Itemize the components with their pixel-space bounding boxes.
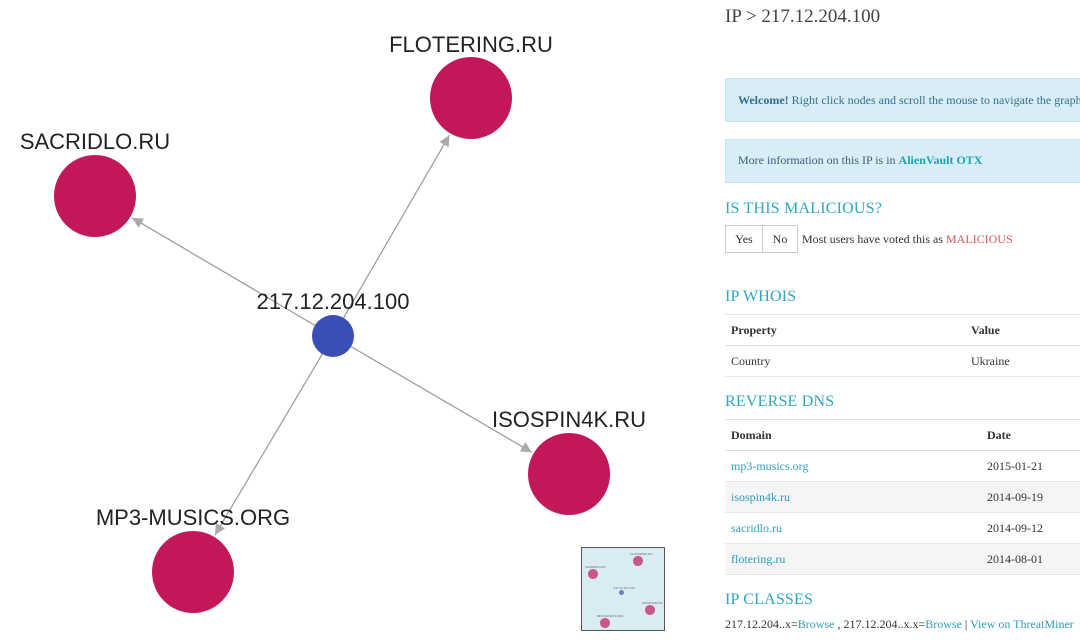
vote-no-button[interactable]: No: [762, 225, 798, 253]
vote-summary-text: Most users have voted this as: [802, 232, 946, 246]
minimap-domain-node-label: FLOTERING.RU: [630, 551, 653, 556]
minimap-domain-node-label: MP3-MUSICS.ORG: [596, 613, 624, 618]
table-row: sacridlo.ru 2014-09-12: [725, 512, 1080, 544]
minimap-domain-node: [644, 605, 655, 616]
dns-date-cell: 2014-08-01: [981, 543, 1080, 575]
ip-class-1: 217.12.204..x=: [725, 617, 798, 631]
dns-domain-link[interactable]: mp3-musics.org: [731, 458, 809, 473]
browse-class-1-link[interactable]: Browse: [797, 617, 835, 631]
minimap-ip-node: [619, 589, 625, 595]
minimap-domain-node-label: SACRIDLO.RU: [585, 564, 606, 569]
dns-domain-link[interactable]: isospin4k.ru: [731, 489, 791, 504]
whois-col-property: Property: [725, 314, 965, 346]
ip-class-2: 217.12.204..x.x=: [843, 617, 926, 631]
whois-heading: IP WHOIS: [725, 288, 797, 305]
separator: |: [961, 617, 971, 631]
minimap-ip-node-label: 217.12.204.100: [613, 585, 635, 590]
table-row: mp3-musics.org 2015-01-21: [725, 450, 1080, 482]
minimap-domain-node-label: ISOSPIN4K.RU: [641, 601, 663, 606]
domain-node-label: SACRIDLO.RU: [20, 129, 170, 154]
whois-col-value: Value: [965, 314, 1080, 346]
minimap-domain-node: [600, 618, 610, 628]
vote-summary: Most users have voted this as MALICIOUS: [802, 225, 1013, 253]
dns-date-cell: 2014-09-12: [981, 512, 1080, 544]
domain-node[interactable]: [430, 57, 512, 139]
reverse-dns-table: Domain Date mp3-musics.org 2015-01-21 is…: [725, 419, 1080, 575]
graph-edge: [131, 217, 316, 326]
dns-date-cell: 2014-09-19: [981, 481, 1080, 513]
dns-domain-cell: isospin4k.ru: [725, 481, 981, 513]
reverse-dns-heading: REVERSE DNS: [725, 393, 835, 410]
welcome-text: Right click nodes and scroll the mouse t…: [788, 93, 1080, 107]
welcome-alert: Welcome! Right click nodes and scroll th…: [725, 78, 1080, 122]
graph-edge: [214, 353, 323, 536]
dns-domain-cell: mp3-musics.org: [725, 450, 981, 482]
relationship-graph[interactable]: 217.12.204.100FLOTERING.RUSACRIDLO.RUISO…: [0, 0, 705, 640]
minimap-domain-node: [588, 568, 599, 579]
ip-classes-heading: IP CLASSES: [725, 591, 814, 608]
separator: ,: [834, 617, 844, 631]
dns-domain-link[interactable]: sacridlo.ru: [731, 520, 782, 535]
ip-node-label: 217.12.204.100: [257, 289, 410, 314]
dns-header-row: Domain Date: [725, 419, 1080, 451]
minimap-domain-node: [633, 555, 643, 566]
dns-domain-cell: flotering.ru: [725, 543, 981, 575]
domain-node[interactable]: [152, 531, 234, 613]
whois-table: Property Value Country Ukraine: [725, 314, 1080, 377]
graph-edge: [350, 346, 533, 453]
otx-alert: More information on this IP is in AlienV…: [725, 139, 1080, 183]
ip-node[interactable]: [312, 315, 354, 357]
dns-domain-link[interactable]: flotering.ru: [731, 551, 786, 566]
malicious-heading: IS THIS MALICIOUS?: [725, 200, 883, 217]
vote-yes-button[interactable]: Yes: [725, 225, 763, 253]
whois-header-row: Property Value: [725, 314, 1080, 346]
dns-col-domain: Domain: [725, 419, 981, 451]
graph-minimap[interactable]: 217.12.204.100 FLOTERING.RU SACRIDLO.RU ISO…: [581, 547, 665, 631]
whois-property: Country: [725, 345, 965, 377]
info-pane: IP > 217.12.204.100 Welcome! Right click…: [725, 0, 1080, 640]
threatminer-link[interactable]: View on ThreatMiner: [970, 617, 1074, 631]
domain-node[interactable]: [528, 433, 610, 515]
whois-row: Country Ukraine: [725, 345, 1080, 377]
domain-node[interactable]: [54, 155, 136, 237]
graph-edge: [343, 134, 450, 319]
domain-node-label: FLOTERING.RU: [389, 32, 553, 57]
table-row: isospin4k.ru 2014-09-19: [725, 481, 1080, 513]
welcome-strong: Welcome!: [738, 93, 789, 107]
page-title: IP > 217.12.204.100: [725, 6, 881, 27]
table-row: flotering.ru 2014-08-01: [725, 543, 1080, 575]
browse-class-2-link[interactable]: Browse: [925, 617, 962, 631]
ip-classes-line: 217.12.204..x=Browse , 217.12.204..x.x=B…: [725, 617, 1074, 632]
dns-col-date: Date: [981, 419, 1080, 451]
domain-node-label: MP3-MUSICS.ORG: [96, 505, 290, 530]
alienvault-otx-link[interactable]: AlienVault OTX: [898, 153, 983, 167]
otx-text: More information on this IP is in: [738, 153, 899, 167]
vote-verdict: MALICIOUS: [945, 232, 1013, 246]
whois-value: Ukraine: [965, 345, 1080, 377]
domain-node-label: ISOSPIN4K.RU: [492, 407, 646, 432]
dns-date-cell: 2015-01-21: [981, 450, 1080, 482]
dns-domain-cell: sacridlo.ru: [725, 512, 981, 544]
